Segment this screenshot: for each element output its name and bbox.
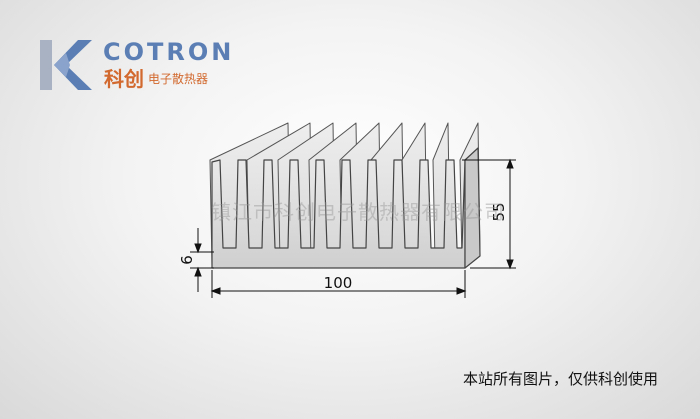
dimension-width xyxy=(210,270,467,298)
dimension-width-label: 100 xyxy=(324,274,353,292)
copyright-note: 本站所有图片，仅供科创使用 xyxy=(462,370,658,388)
cotron-logo-icon xyxy=(40,40,92,90)
dimension-height-label: 55 xyxy=(490,202,508,221)
brand-name-en: COTRON xyxy=(103,38,235,66)
dimension-base xyxy=(190,228,214,292)
heatsink-profile xyxy=(211,147,481,269)
dimension-base-label: 6 xyxy=(178,255,196,265)
brand-name-cn: 科创 xyxy=(104,67,144,91)
brand-tagline-cn: 电子散热器 xyxy=(148,72,209,86)
dimension-height xyxy=(462,158,516,270)
watermark-text: 镇江市科创电子散热器有限公司 xyxy=(211,200,505,224)
